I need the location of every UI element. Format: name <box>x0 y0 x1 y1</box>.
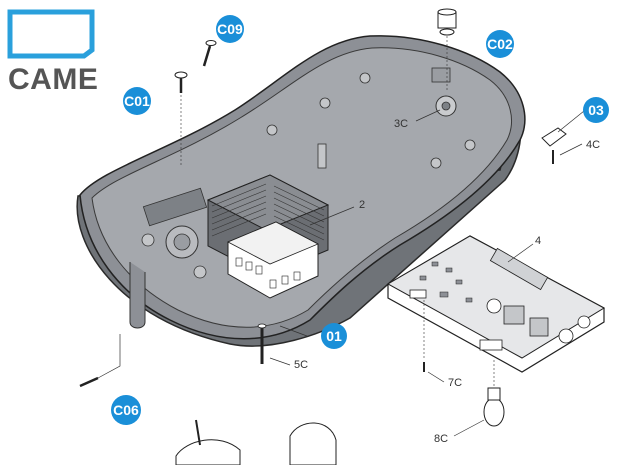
cover-screw-boss <box>319 97 331 109</box>
cover-screw-boss <box>359 72 371 84</box>
label-7c: 7C <box>448 377 462 389</box>
board-capacitor <box>558 328 574 344</box>
came-logo: CAME <box>7 9 98 96</box>
cover-screw-boss <box>141 233 155 247</box>
label-5c: 5C <box>294 359 308 371</box>
cover-top-tab <box>431 67 451 83</box>
svg-text:C09: C09 <box>217 21 243 37</box>
cover-screw-boss <box>266 124 278 136</box>
board-capacitor <box>577 315 591 329</box>
svg-text:C02: C02 <box>487 36 513 52</box>
label-4: 4 <box>535 235 541 247</box>
bracket-03 <box>541 127 567 164</box>
svg-text:01: 01 <box>326 328 342 344</box>
svg-text:03: 03 <box>588 102 604 118</box>
cover-inner-rim <box>91 47 512 328</box>
cover-bracket <box>129 262 146 329</box>
svg-text:C01: C01 <box>124 93 150 109</box>
label-4c: 4C <box>586 139 600 151</box>
motor-bottom <box>175 419 337 465</box>
cover-screw-boss <box>430 157 442 169</box>
badge-03: 03 <box>583 97 609 123</box>
cover-standoff <box>317 143 327 169</box>
board-relay <box>529 317 549 337</box>
screw-5c <box>257 323 267 364</box>
board-relay <box>503 305 525 325</box>
svg-text:C06: C06 <box>113 402 139 418</box>
badge-c02: C02 <box>486 30 514 58</box>
board-connector <box>489 247 549 291</box>
screw-c06 <box>79 334 121 388</box>
board-terminal <box>409 289 427 299</box>
label-8c: 8C <box>434 433 448 445</box>
cover-screw-boss <box>464 139 476 151</box>
transformer <box>206 174 330 299</box>
badge-c09: C09 <box>216 15 244 43</box>
board-terminal <box>479 339 503 351</box>
screw-c01 <box>174 71 188 165</box>
label-3c: 3C <box>394 118 408 130</box>
board-capacitor <box>486 298 502 314</box>
leader-lines <box>269 109 585 437</box>
cover-screw-boss <box>193 265 207 279</box>
lamp-bulb-8c <box>483 360 505 427</box>
logo-icon <box>7 9 95 59</box>
lamp-holder-c02 <box>437 8 457 92</box>
badge-c01: C01 <box>123 87 151 115</box>
badge-01: 01 <box>321 323 347 349</box>
control-board <box>386 235 606 373</box>
cover-slot <box>142 187 208 227</box>
label-2: 2 <box>359 199 365 211</box>
badge-c06: C06 <box>111 395 141 425</box>
screw-c09 <box>202 40 217 67</box>
logo-wordmark: CAME <box>8 63 98 96</box>
